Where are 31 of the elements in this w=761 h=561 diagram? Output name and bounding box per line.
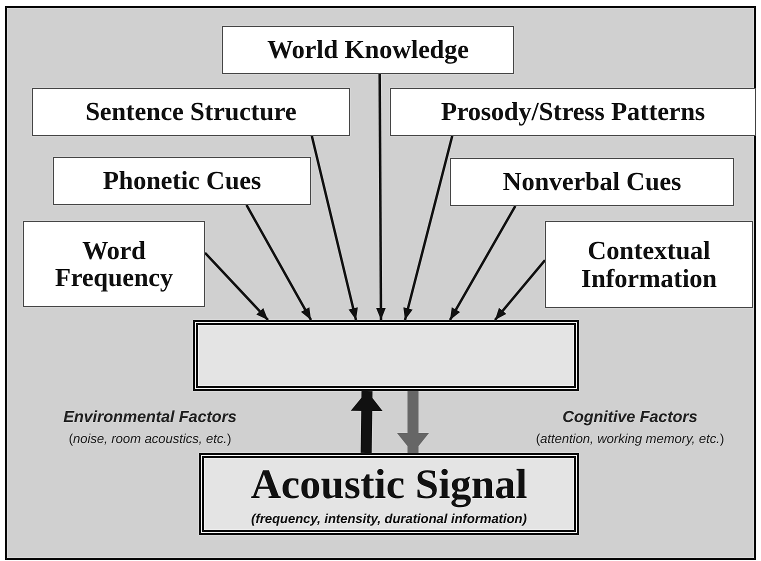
box-title: Acoustic Signal bbox=[250, 462, 528, 509]
thick-arrow bbox=[397, 391, 429, 453]
thick-arrow bbox=[350, 390, 383, 454]
factor-box bbox=[222, 26, 514, 74]
arrow bbox=[494, 259, 546, 321]
factor-box bbox=[32, 88, 350, 136]
box-title: Contextual Information bbox=[580, 237, 718, 292]
box-title: Word Frequency bbox=[54, 236, 174, 292]
box-title: Sentence Structure bbox=[85, 98, 297, 126]
arrow bbox=[448, 205, 516, 321]
arrow bbox=[376, 74, 386, 320]
factor-heading: Environmental Factors bbox=[62, 409, 238, 427]
arrow bbox=[310, 136, 358, 320]
signal-description: (frequency, intensity, durational information) bbox=[251, 510, 527, 526]
factor-box bbox=[23, 221, 205, 307]
box-title: Nonverbal Cues bbox=[502, 168, 682, 196]
box-title: Prosody/Stress Patterns bbox=[440, 98, 706, 126]
factor-note: (noise, room acoustics, etc.) bbox=[68, 431, 232, 446]
factor-box bbox=[450, 158, 734, 206]
arrow bbox=[403, 136, 454, 320]
box-title: World Knowledge bbox=[267, 36, 469, 64]
signal-box bbox=[199, 453, 579, 535]
processing-box bbox=[193, 320, 579, 391]
box-title: Phonetic Cues bbox=[102, 167, 262, 195]
arrow bbox=[245, 204, 312, 321]
factor-box bbox=[390, 88, 756, 136]
factor-box bbox=[545, 221, 753, 308]
factor-note: (attention, working memory, etc.) bbox=[534, 431, 726, 446]
factor-heading: Cognitive Factors bbox=[561, 409, 699, 427]
factor-box bbox=[53, 157, 311, 205]
arrow bbox=[204, 252, 269, 321]
